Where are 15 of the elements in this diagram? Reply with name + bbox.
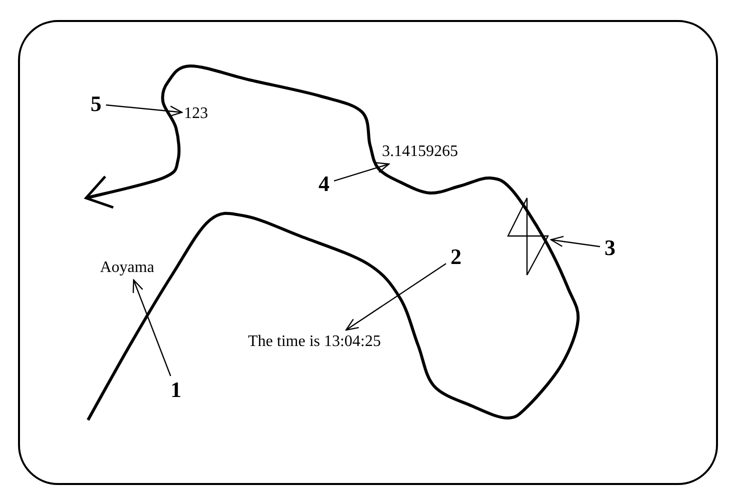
text-label: 3.14159265 [382,142,474,162]
callout-number: 3 [602,236,618,260]
callout-number: 5 [88,92,104,116]
zigzag-triangle-shape [507,197,549,276]
leader-arrow [345,263,446,331]
leader-arrow [550,236,600,248]
leader-arrow [106,104,183,117]
leader-arrow [334,162,390,182]
leader-arrow [132,279,172,376]
text-label: 123 [184,104,214,124]
text-label: The time is 13:04:25 [248,332,408,352]
text-label: Aoyama [100,258,158,278]
callout-number: 1 [168,378,184,402]
callout-number: 4 [316,172,332,196]
callout-number: 2 [448,245,464,269]
